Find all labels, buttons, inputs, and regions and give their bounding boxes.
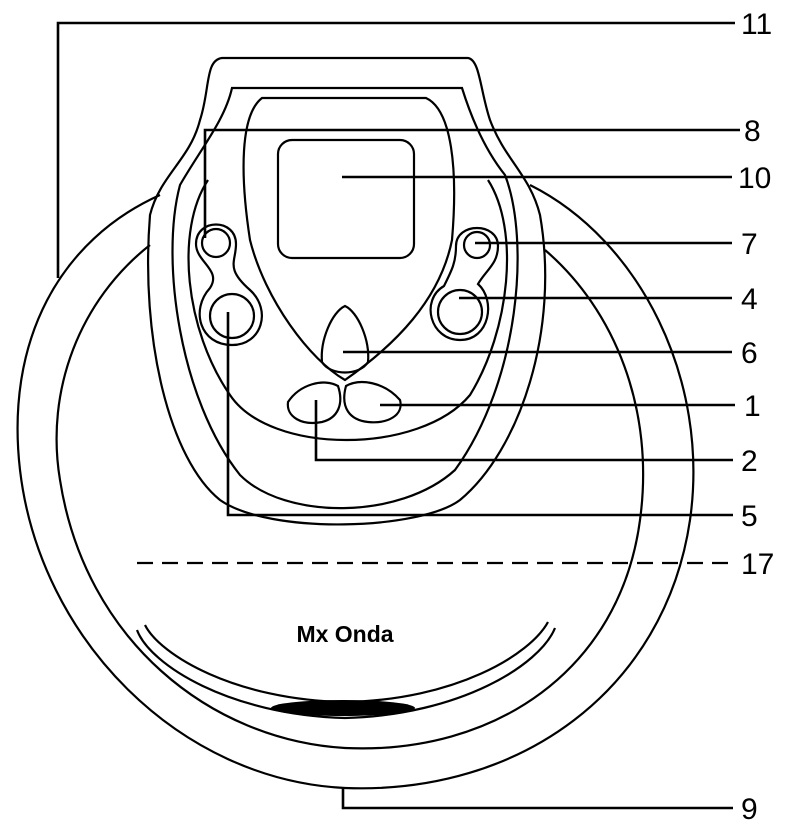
callout-2: 2 bbox=[741, 445, 758, 478]
leader-line-9 bbox=[341, 788, 733, 810]
right-skip-button[interactable] bbox=[343, 380, 402, 424]
leader-line-11 bbox=[56, 21, 735, 278]
leader-line-5 bbox=[226, 312, 733, 517]
control-panel bbox=[147, 56, 547, 526]
up-button[interactable] bbox=[320, 304, 370, 374]
large-right-button[interactable] bbox=[436, 288, 484, 336]
callout-5: 5 bbox=[741, 500, 758, 533]
slot-opening bbox=[271, 700, 415, 716]
callout-1: 1 bbox=[744, 390, 761, 423]
large-left-button[interactable] bbox=[208, 292, 256, 340]
small-left-button[interactable] bbox=[200, 227, 232, 259]
callout-10: 10 bbox=[738, 162, 771, 195]
disc-slot bbox=[135, 621, 557, 720]
brand-logo: Mx Onda bbox=[296, 621, 393, 647]
callout-7: 7 bbox=[741, 228, 758, 261]
small-right-button[interactable] bbox=[462, 230, 492, 260]
callout-11: 11 bbox=[741, 8, 772, 41]
center-control-cluster bbox=[286, 304, 402, 425]
leader-line-8 bbox=[203, 128, 740, 238]
callout-17: 17 bbox=[741, 548, 774, 581]
display-screen bbox=[276, 138, 416, 260]
player-body bbox=[16, 184, 695, 790]
right-button-group bbox=[429, 226, 500, 342]
left-button-group bbox=[194, 223, 263, 347]
callout-8: 8 bbox=[744, 115, 761, 148]
leader-lines bbox=[56, 21, 740, 810]
callout-labels: 11 8 10 7 4 6 1 2 5 17 9 bbox=[738, 8, 774, 826]
leader-line-2 bbox=[314, 400, 733, 462]
callout-6: 6 bbox=[741, 337, 758, 370]
callout-4: 4 bbox=[741, 283, 758, 316]
callout-9: 9 bbox=[741, 793, 758, 826]
left-skip-button[interactable] bbox=[286, 381, 342, 425]
